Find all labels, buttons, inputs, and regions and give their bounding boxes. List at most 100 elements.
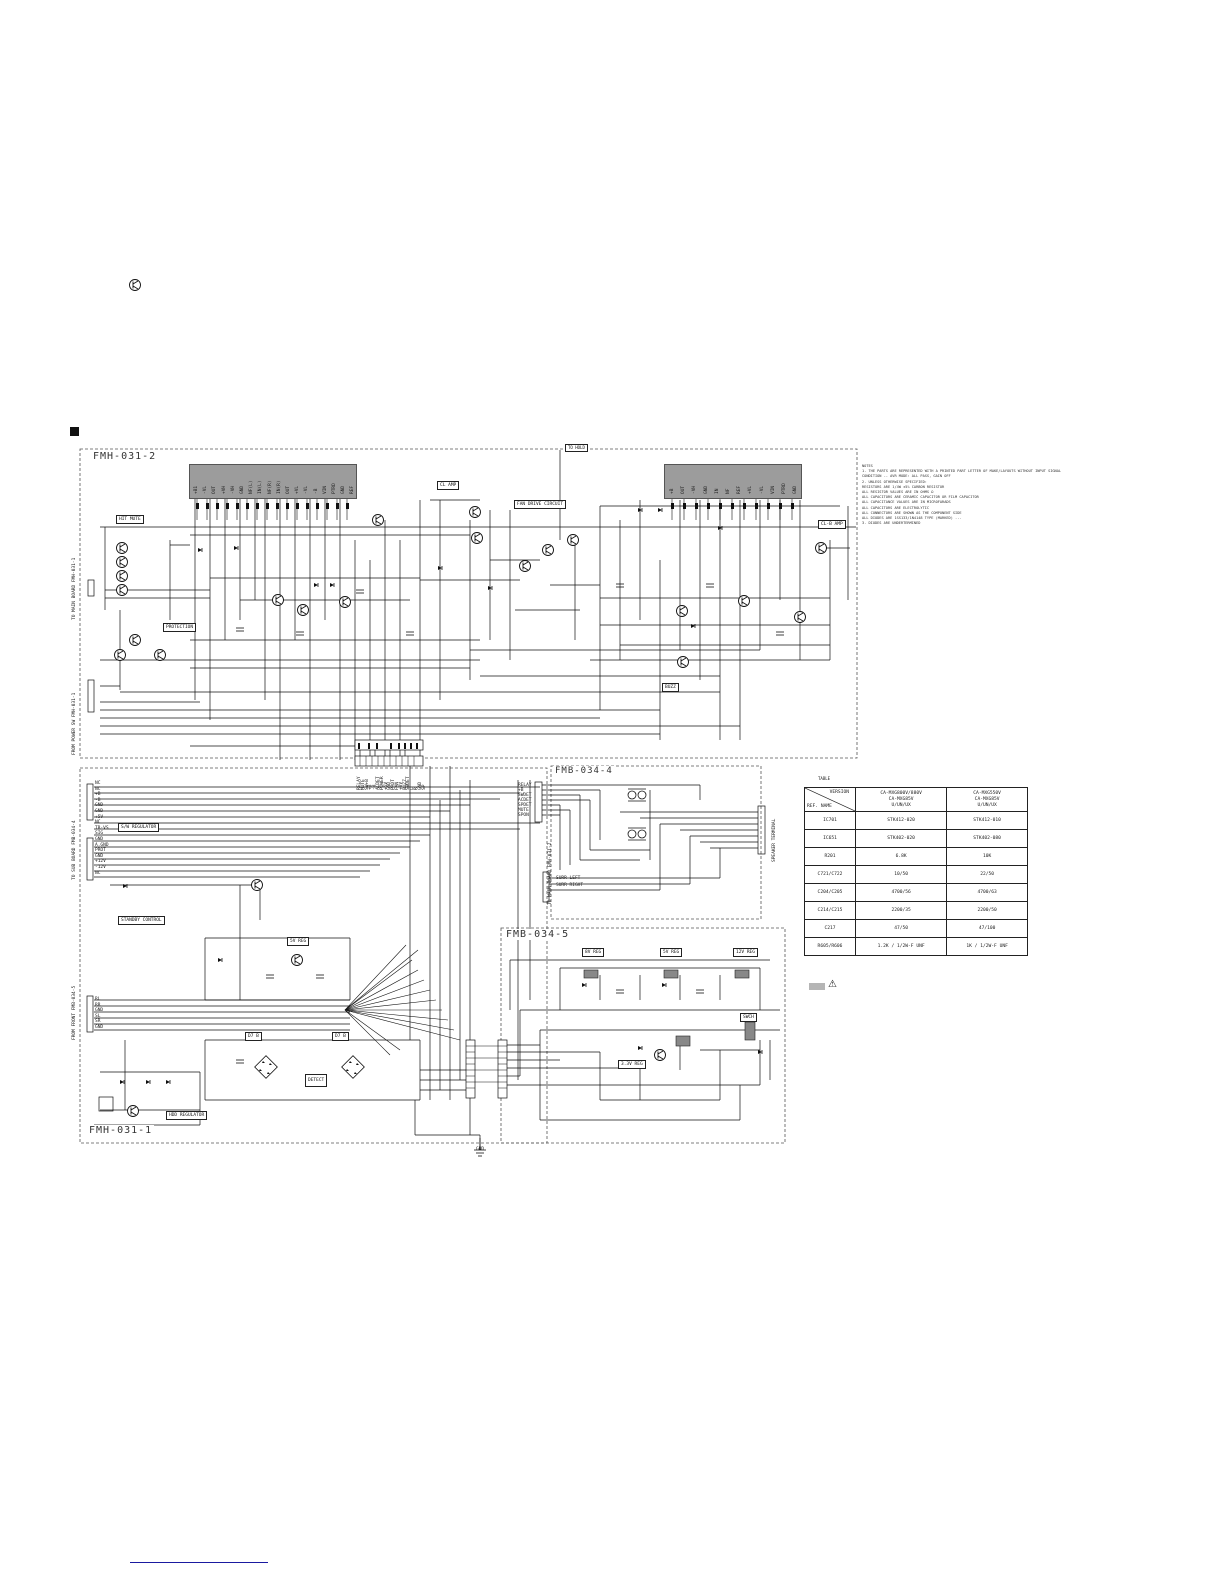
icRightPins-item: REF: [737, 485, 743, 494]
parts-table: VERSION REF. NAME CA-MXG800V/880V CA-MXG…: [804, 787, 1028, 956]
5v-reg-block: 5V REG: [287, 937, 310, 946]
note-line: ALL RESISTOR VALUES ARE IN OHMS Ω: [862, 490, 934, 495]
rectifier-block-2: D7 B: [332, 1032, 349, 1041]
leftSignalsBottom-item: RL: [95, 997, 101, 1002]
icLeftPins-item: IN(R): [276, 480, 282, 494]
note-line: ALL DIODES ARE 1SS133/1N4148 TYPE (MARKE…: [862, 516, 962, 521]
icLeftPins-item: +B1: [194, 485, 199, 494]
notes-title: NOTES: [862, 464, 873, 468]
left-bottom-connector-label: FROM FRONT FMB-034-5: [72, 985, 77, 1040]
board-label-fmb-034-5: FMB-034-5: [504, 929, 572, 940]
notes-lines: 1. THE PARTS ARE REPRESENTED WITH A PRIN…: [862, 469, 1062, 526]
icRightPins-item: GND: [703, 485, 709, 494]
note-line: 3. DIODES ARE UNDERTERMINED: [862, 521, 921, 526]
icRightPins-item: +VL: [748, 485, 754, 494]
leftSignalsBottom-item: GND: [95, 1025, 104, 1030]
notes-block: NOTES 1. THE PARTS ARE REPRESENTED WITH …: [862, 464, 1062, 526]
parts-cell-a: 47/50: [854, 919, 948, 938]
note-line: 1. THE PARTS ARE REPRESENTED WITH A PRIN…: [862, 469, 1062, 474]
parts-cell-ref: R201: [804, 847, 856, 866]
leftSignalsMid-item: PROT: [95, 848, 106, 854]
table-corner-bottom: REF. NAME: [807, 804, 832, 809]
leftSignalsMid-item: GND: [95, 809, 104, 814]
icLeftPins-item: -VL: [203, 485, 209, 494]
fmb4-left-connector-label: TO MAIN BOARD FMH-031-2: [548, 842, 553, 905]
footer-link-underline[interactable]: [130, 1562, 268, 1563]
icRightPins-item: GND: [793, 485, 799, 494]
parts-cell-ref: IC701: [804, 811, 856, 830]
3v3-reg-block: 3.3V REG: [618, 1060, 646, 1069]
standby-control-block: STANDBY CONTROL: [118, 916, 165, 925]
icRightPins-item: -VL: [759, 485, 765, 494]
parts-cell-ref: R605/R606: [804, 937, 856, 956]
leftSignalsMid-item: -B: [95, 797, 101, 803]
note-line: RESISTORS ARE 1/4W ±5% CARBON RESISTOR: [862, 484, 945, 489]
protection-block: PROTECTION: [163, 623, 197, 632]
parts-cell-b: 22/50: [946, 865, 1028, 884]
leftSignalsMid-item: +B: [95, 792, 101, 798]
cl-b-amp-block: CL-B AMP: [818, 520, 846, 529]
board-fmb-034-4-outline: [550, 765, 762, 920]
parts-cell-b: 4700/63: [946, 883, 1028, 902]
icRightPins-item: NF: [726, 488, 731, 494]
parts-cell-b: 2200/50: [946, 901, 1028, 920]
table-col1-line2: CA-MXG85V: [888, 796, 914, 802]
fmb4Signals-item: SPON: [518, 813, 529, 818]
icLeftPins-item: GND: [341, 485, 347, 494]
fmb4Signals-item: MUTE: [518, 808, 529, 813]
parts-cell-b: 47/100: [946, 919, 1028, 938]
icRightPins-item: VIN: [770, 485, 776, 494]
parts-cell-ref: C204/C205: [804, 883, 856, 902]
left-top-connector-label: TO MAIN BOARD FMH-031-1: [72, 557, 77, 620]
icLeftPins-item: OUT: [286, 485, 291, 494]
parts-cell-a: 2200/35: [854, 901, 948, 920]
parts-cell-b: 1K / 1/2W-F UNF: [946, 937, 1028, 956]
fmb4Signals-item: RELAY: [518, 783, 532, 788]
parts-cell-b: 10K: [946, 847, 1028, 866]
table-col2-line1: CA-MXG550V: [973, 790, 1001, 796]
leftSignalsMid-item: +12V: [95, 859, 106, 865]
leftSignalsMid-item: NC: [95, 820, 101, 826]
parts-cell-a: STK412-020: [854, 811, 948, 830]
board-fmh-031-1-outline: [79, 767, 548, 1144]
icLeftPins-item: OUT: [212, 485, 218, 494]
top-connector-tag: TO HOLD: [565, 444, 588, 452]
parts-cell-ref: C217: [804, 919, 856, 938]
parts-cell-a: 1.2K / 1/2W-F UNF: [854, 937, 948, 956]
note-line: ALL CAPACITORS ARE CERAMIC CAPACITOR OR …: [862, 495, 979, 500]
icLeftPins-item: -VL: [304, 485, 310, 494]
switch-block: SWCH: [740, 1013, 757, 1022]
note-line: CONDITION -- AVR MODE: ALL PASS, GAIN OF…: [862, 474, 951, 479]
leftSignalsMid-item: NC: [95, 781, 101, 786]
fan-drive-block: FAN DRIVE CIRCUIT: [514, 500, 567, 509]
icRightPins-item: +B: [670, 488, 675, 494]
note-line: ALL CONNECTORS ARE SHOWN AS THE COMPONEN…: [862, 510, 962, 515]
parts-cell-ref: C214/C215: [804, 901, 856, 920]
fmb4Signals-item: SPDET: [518, 803, 532, 808]
leftSignalsMid-item: NC: [95, 870, 101, 876]
parts-cell-a: 6.8K: [854, 847, 948, 866]
parts-cell-a: STK402-020: [854, 829, 948, 848]
icLeftPins-item: PTRD: [332, 483, 337, 494]
table-col1-line1: CA-MXG800V/880V: [880, 790, 922, 796]
icRightPins-item: IN: [714, 488, 720, 494]
parts-table-header: VERSION REF. NAME CA-MXG800V/880V CA-MXG…: [804, 787, 1028, 812]
power-amp-ic-left: [189, 464, 357, 499]
table-col1-sub: U/UN/UX: [891, 802, 911, 808]
fmb4Signals-item: SWDET: [518, 793, 532, 798]
icRightPins-item: -VH: [692, 485, 698, 494]
table-corner-cell: VERSION REF. NAME: [804, 787, 856, 812]
8v-reg-block: 8V REG: [582, 948, 605, 957]
parts-cell-ref: IC651: [804, 829, 856, 848]
icLeftPins-item: VIN: [322, 485, 328, 494]
icLeftPins-item: NF(R): [267, 480, 273, 494]
table-col2-header: CA-MXG550V CA-MXG85V U/UN/UX: [946, 787, 1028, 812]
buzz-block: BUZZ: [662, 683, 679, 692]
icRightPins-item: PTRD: [782, 483, 787, 494]
midSignals-item: SP: [421, 784, 427, 790]
